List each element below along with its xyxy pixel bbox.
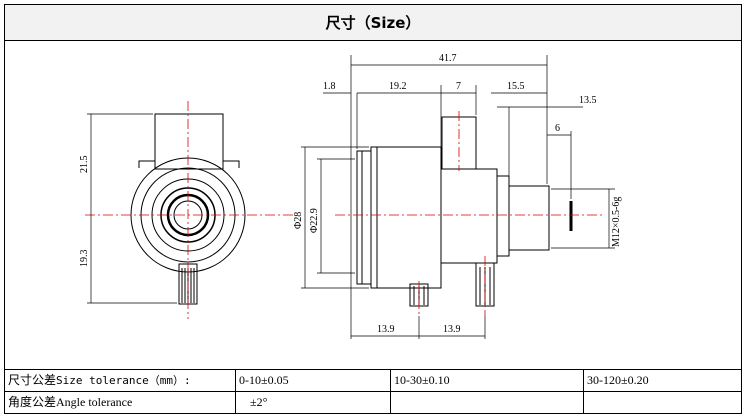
front-mount-block	[154, 113, 224, 170]
size-tolerance-label-cn: 尺寸公差	[8, 373, 57, 387]
dim-21-5: 21.5	[79, 156, 90, 174]
dim-overall-length: 41.7	[439, 53, 457, 64]
angle-tolerance-value: ±2°	[236, 392, 391, 413]
side-thread-barrel	[508, 185, 550, 251]
drawing-frame: 尺寸（Size）	[4, 4, 742, 414]
angle-tolerance-label-en: Angle tolerance	[56, 395, 133, 409]
dim-7: 7	[456, 81, 461, 92]
dim-13-9-b: 13.9	[443, 324, 461, 335]
technical-drawing: 41.7 1.8 19.2 7 15.5 13.5 6 21.5 19.3 Φ2…	[79, 53, 622, 339]
angle-tolerance-label: 角度公差Angle tolerance	[5, 392, 236, 413]
size-tolerance-label: 尺寸公差Size tolerance（mm）:	[5, 370, 236, 391]
dim-15-5: 15.5	[507, 81, 525, 92]
drawing-title: 尺寸（Size）	[5, 5, 741, 41]
tolerance-table: 尺寸公差Size tolerance（mm）: 0-10±0.05 10-30±…	[5, 369, 741, 414]
dim-dia-28: Φ28	[293, 212, 304, 229]
size-range-1: 0-10±0.05	[236, 370, 391, 391]
size-tolerance-row: 尺寸公差Size tolerance（mm）: 0-10±0.05 10-30±…	[5, 370, 741, 392]
angle-tolerance-row: 角度公差Angle tolerance ±2°	[5, 392, 741, 413]
dim-13-5: 13.5	[579, 95, 597, 106]
dim-13-9-a: 13.9	[377, 324, 395, 335]
dim-19-2: 19.2	[389, 81, 407, 92]
angle-tolerance-label-cn: 角度公差	[8, 395, 57, 409]
dim-thread: M12×0.5-6g	[611, 197, 622, 247]
angle-empty-2	[584, 392, 741, 413]
side-view	[356, 116, 573, 307]
side-main-body	[370, 146, 442, 289]
dim-dia-22-9: Φ22.9	[309, 208, 320, 233]
dim-19-3: 19.3	[79, 250, 90, 268]
angle-empty-1	[391, 392, 584, 413]
dim-1-8: 1.8	[323, 81, 336, 92]
size-range-2: 10-30±0.10	[391, 370, 584, 391]
dim-6: 6	[555, 123, 560, 134]
size-tolerance-label-en: Size tolerance（mm）:	[56, 374, 191, 387]
size-range-3: 30-120±0.20	[587, 373, 649, 387]
